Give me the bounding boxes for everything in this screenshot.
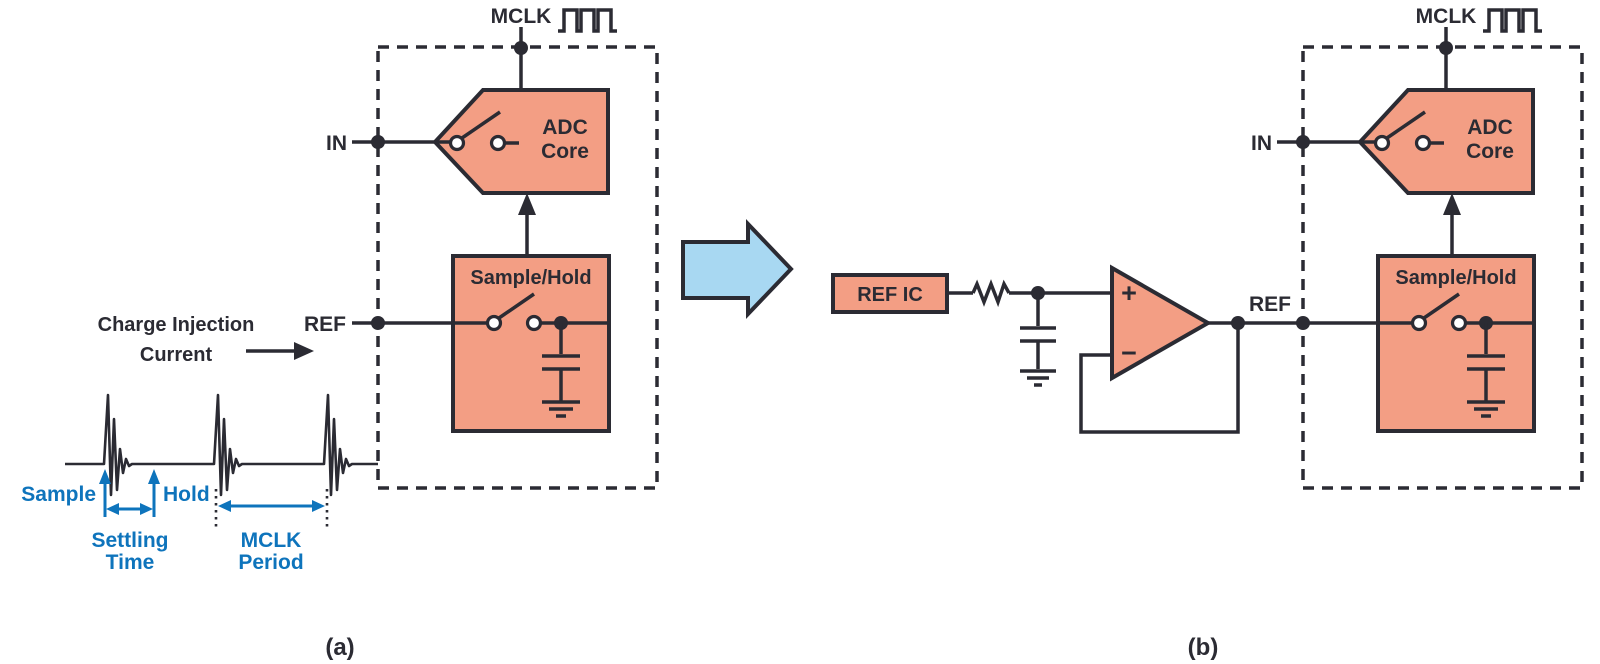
mclk-period-arrowhead-right xyxy=(312,500,325,512)
waveform-annotations: Sample Hold Settling Time MCLK Period xyxy=(21,469,329,574)
adc-core-block-a xyxy=(432,88,610,195)
hold-label: Hold xyxy=(163,483,210,506)
settling-label-line1: Settling xyxy=(92,529,169,552)
settling-arrowhead-right xyxy=(140,503,153,515)
adc-core-label-line1-b: ADC xyxy=(1467,116,1513,139)
adc-switch-lever-a xyxy=(461,110,501,140)
hold-arrowhead xyxy=(148,469,160,484)
sh-to-adc-arrowhead-a xyxy=(518,193,536,215)
sh-switch-lever-a xyxy=(498,292,535,320)
mclk-label-a: MCLK xyxy=(491,5,552,28)
charge-injection-waveform xyxy=(65,393,378,497)
sample-arrowhead xyxy=(99,469,111,484)
in-junction-dot-a xyxy=(371,135,385,149)
ref-ic-label: REF IC xyxy=(857,284,923,306)
in-label-b: IN xyxy=(1251,132,1272,155)
adc-switch-contact-right-b xyxy=(1414,134,1432,152)
adc-switch-contact-right-a xyxy=(489,134,507,152)
sh-switch-contact-right-b xyxy=(1450,314,1468,332)
charge-injection-arrowhead xyxy=(294,342,314,360)
in-label-a: IN xyxy=(326,132,347,155)
adc-switch-lever-b xyxy=(1386,110,1426,140)
resistor-icon xyxy=(971,279,1011,308)
sample-hold-label-b: Sample/Hold xyxy=(1395,267,1516,289)
adc-switch-contact-left-b xyxy=(1373,134,1391,152)
mclk-label-b: MCLK xyxy=(1416,5,1477,28)
sample-hold-block-b xyxy=(1376,254,1536,433)
settling-arrowhead-left xyxy=(106,503,119,515)
opamp-minus-label: − xyxy=(1121,338,1137,368)
feedback-junction-dot xyxy=(1231,316,1245,330)
adc-switch-contact-left-a xyxy=(448,134,466,152)
sample-label: Sample xyxy=(21,483,96,506)
adc-core-label-line1-a: ADC xyxy=(542,116,588,139)
caption-a: (a) xyxy=(325,634,354,661)
in-junction-dot-b xyxy=(1296,135,1310,149)
sh-switch-contact-right-a xyxy=(525,314,543,332)
ref-junction-dot-b xyxy=(1296,316,1310,330)
opamp-plus-label: + xyxy=(1121,278,1137,308)
ref-ic-block xyxy=(831,273,949,314)
clock-waveform-icon-a xyxy=(558,8,617,33)
caption-b: (b) xyxy=(1188,634,1219,661)
sh-switch-contact-left-a xyxy=(485,314,503,332)
diagram-a: MCLK ADC Core IN Sample/Hold REF xyxy=(21,5,659,661)
sample-hold-label-a: Sample/Hold xyxy=(470,267,591,289)
ground-icon-filter xyxy=(1020,369,1056,387)
mclk-period-label-line1: MCLK xyxy=(241,529,302,552)
opamp-feedback-wire xyxy=(1079,325,1240,434)
mclk-period-arrowhead-left xyxy=(218,500,231,512)
adc-core-label-line2-b: Core xyxy=(1466,140,1514,163)
sh-switch-lever-b xyxy=(1423,292,1460,320)
charge-injection-label-line1: Charge Injection xyxy=(98,314,255,336)
mclk-junction-dot-a xyxy=(514,41,528,55)
opamp-block xyxy=(1110,264,1213,382)
ground-icon-b xyxy=(1467,400,1505,418)
sh-to-adc-arrowhead-b xyxy=(1443,193,1461,215)
ground-icon-a xyxy=(542,400,580,418)
charge-injection-label-line2: Current xyxy=(140,344,213,366)
settling-label-line2: Time xyxy=(106,551,155,574)
sh-switch-contact-left-b xyxy=(1410,314,1428,332)
ref-label-a: REF xyxy=(304,313,346,336)
diagram-b: REF IC + − REF MCLK ADC Core xyxy=(831,5,1584,661)
transform-arrow-icon xyxy=(681,219,794,319)
ref-junction-dot-a xyxy=(371,316,385,330)
adc-core-block-b xyxy=(1357,88,1535,195)
mclk-period-label-line2: Period xyxy=(238,551,303,574)
clock-waveform-icon-b xyxy=(1483,8,1542,33)
mclk-junction-dot-b xyxy=(1439,41,1453,55)
adc-core-label-line2-a: Core xyxy=(541,140,589,163)
ref-label-b: REF xyxy=(1249,293,1291,316)
sample-hold-block-a xyxy=(451,254,611,433)
